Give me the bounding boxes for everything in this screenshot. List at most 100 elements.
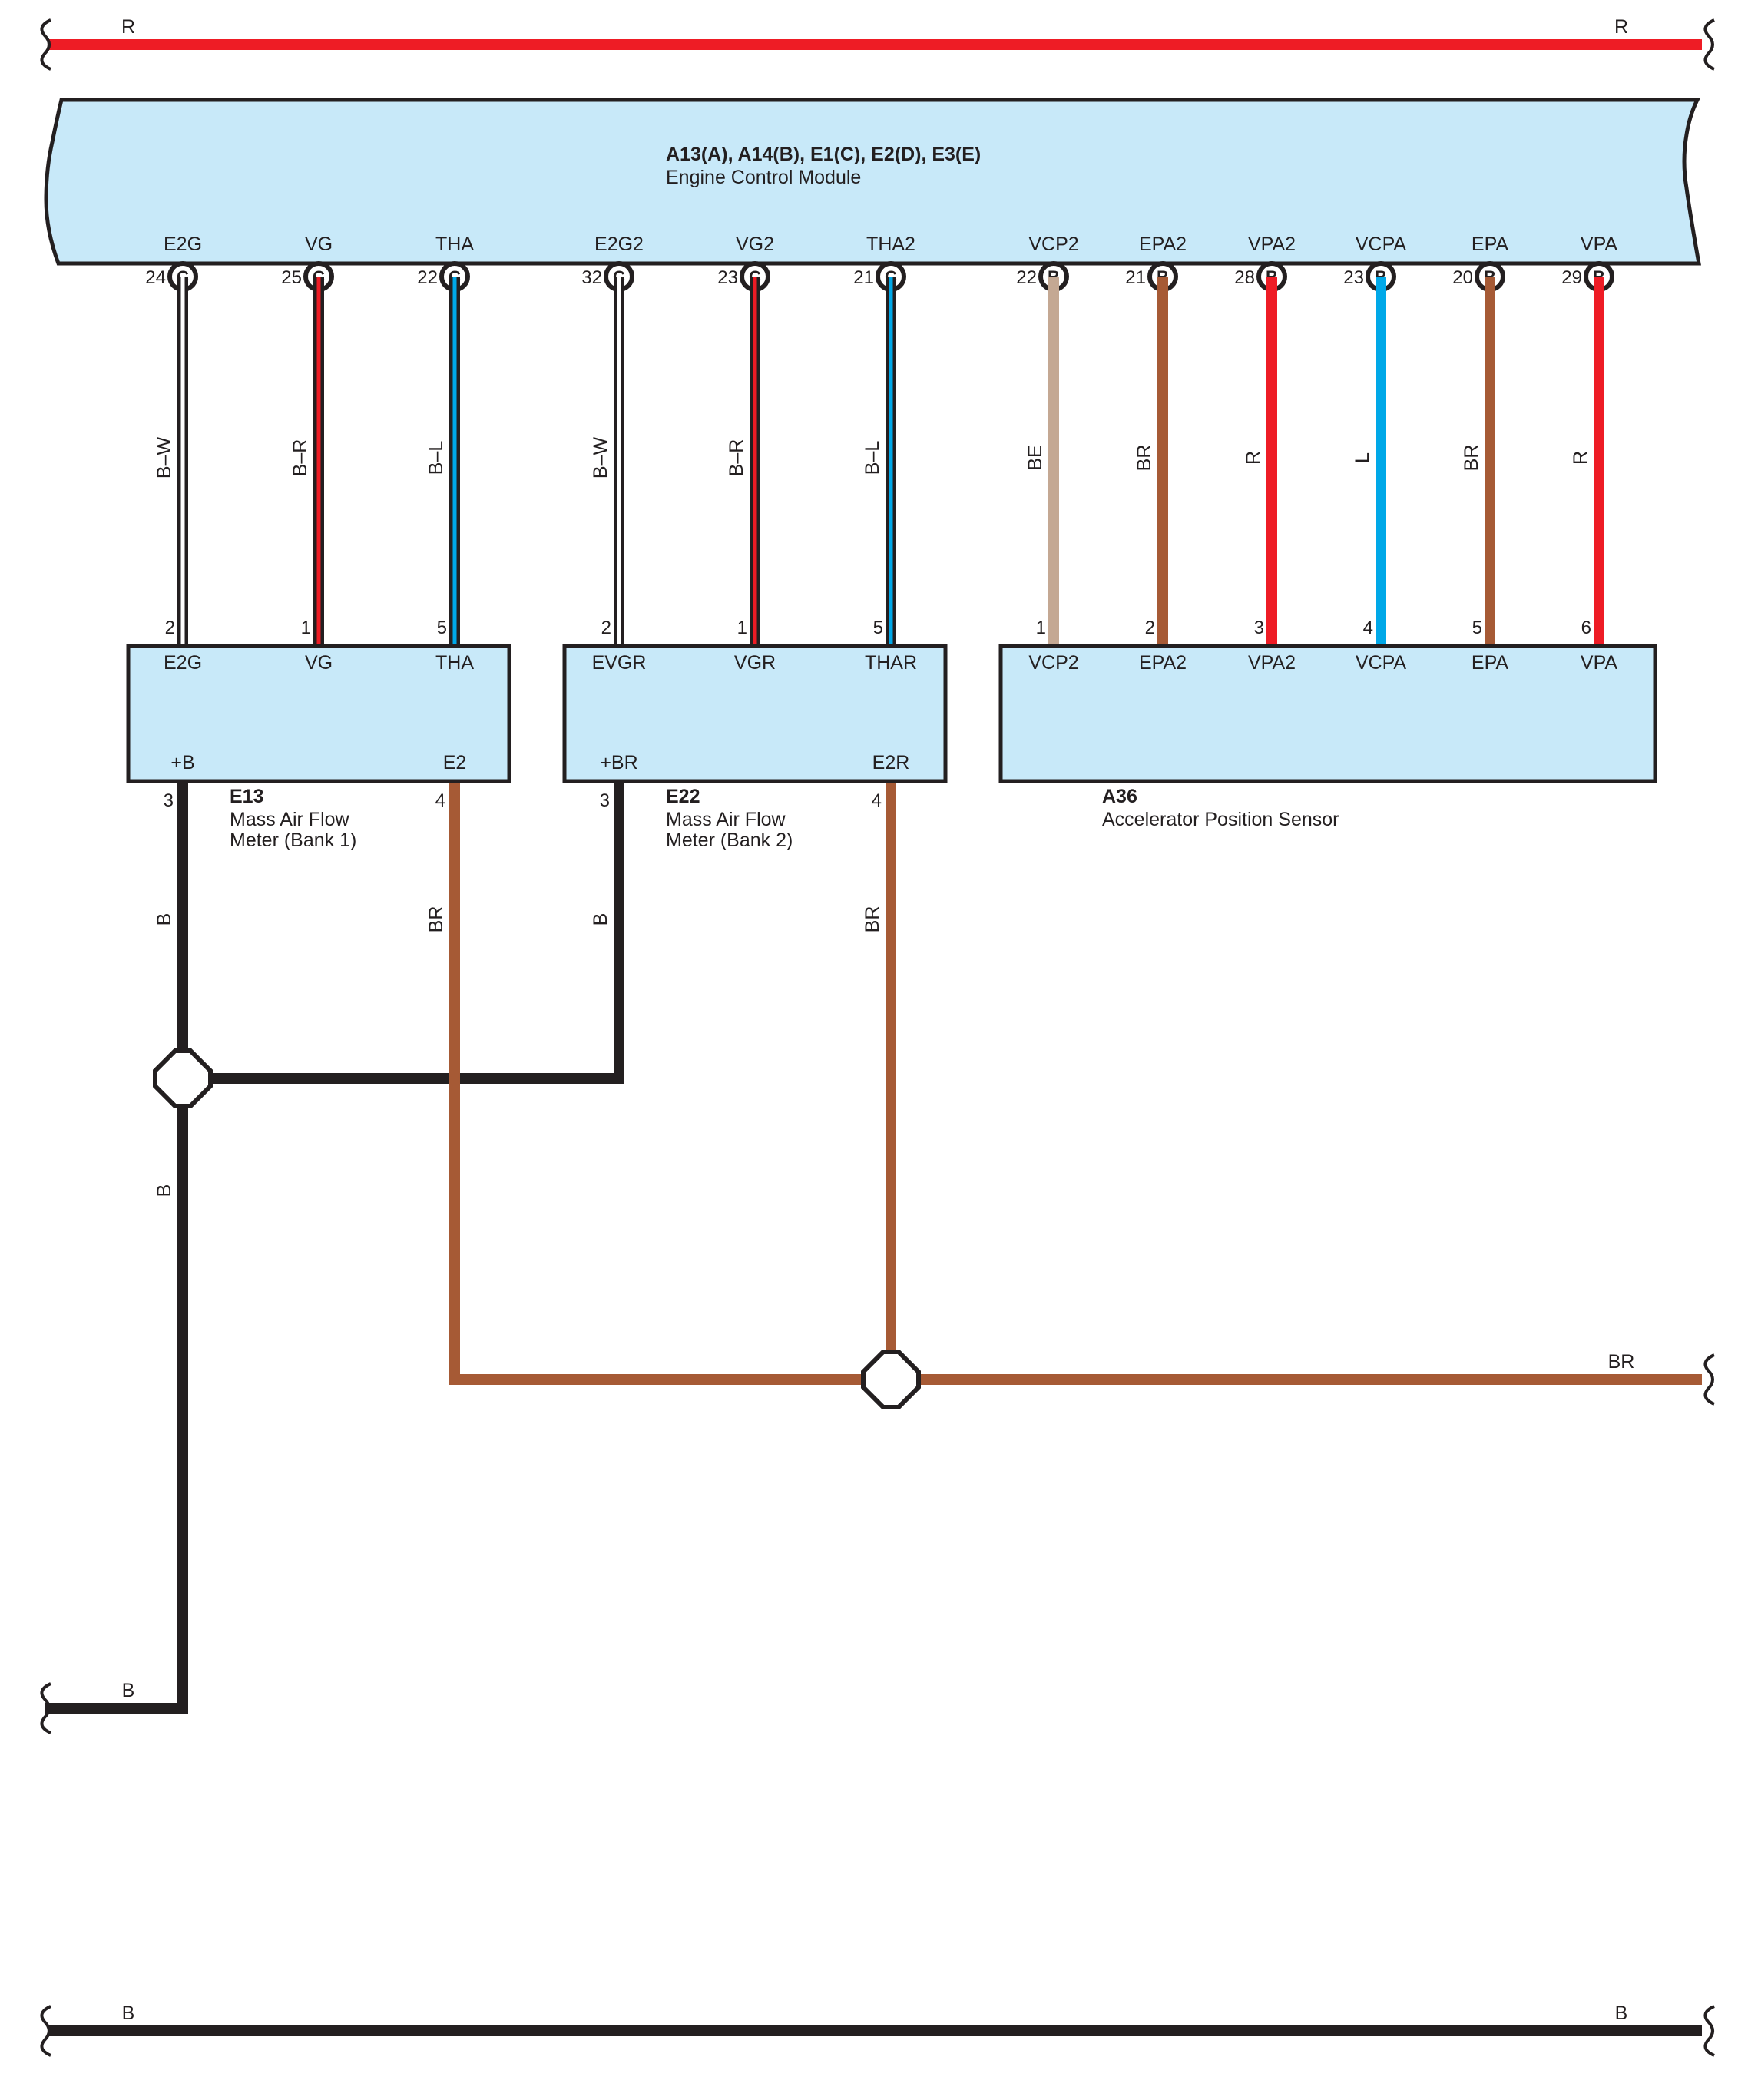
e22-pin-evgr-num: 2	[601, 618, 611, 638]
ecm-title: A13(A), A14(B), E1(C), E2(D), E3(E)	[666, 144, 981, 165]
e13-mass-air-flow-meter-bank-1: E2G VG THA 2 1 5 +B E2 3 4 E13 Mass Air …	[126, 618, 511, 851]
ecm-pin-tha-num: 22	[417, 267, 438, 288]
wire-epa: BR	[1461, 277, 1495, 646]
ecm-pin-tha2-name: THA2	[866, 234, 915, 255]
e13-pin-e2g-name: E2G	[164, 652, 202, 674]
a36-pin-vpa2-num: 3	[1254, 618, 1264, 638]
e13-name-line2: Meter (Bank 1)	[230, 830, 356, 851]
a36-id: A36	[1102, 786, 1137, 807]
wire-label-tha: B–L	[425, 441, 447, 475]
wire-vg2: B–R	[726, 277, 760, 646]
wire-label-vpa: R	[1570, 451, 1591, 465]
bottom-bus-left-label: B	[122, 2002, 135, 2024]
a36-pin-vpa-num: 6	[1581, 618, 1591, 638]
e13-pin-vg-name: VG	[305, 652, 333, 674]
ground-end-label: B	[122, 1680, 135, 1701]
ecm-pin-vcp2-num: 22	[1016, 267, 1037, 288]
ecm-pin-e2g-name: E2G	[164, 234, 202, 255]
wire-label-epa2: BR	[1134, 445, 1155, 472]
ecm-pin-tha-name: THA	[435, 234, 474, 255]
ground-wiring: B B B B	[40, 776, 624, 1734]
wire-label-br-e13: BR	[425, 906, 447, 933]
a36-pin-epa-num: 5	[1472, 618, 1482, 638]
ecm-pin-epa2-name: EPA2	[1139, 234, 1187, 255]
e22-pin-br-name: +BR	[600, 752, 637, 773]
wire-vcp2: BE	[1025, 277, 1059, 646]
wire-vcpa: L	[1352, 277, 1386, 646]
e13-pin-tha-num: 5	[437, 618, 447, 638]
sensor-ground-splice-junction	[861, 1350, 921, 1409]
bottom-bus-right-label: B	[1615, 2002, 1628, 2024]
sensor-ground-wiring: BR BR BR	[425, 781, 1715, 1409]
wire-label-tha2: B–L	[862, 441, 883, 475]
wire-label-vpa2: R	[1243, 451, 1264, 465]
top-bus-left-label: R	[121, 16, 135, 38]
e13-pin-e2-num: 4	[435, 790, 445, 811]
a36-pin-vpa-name: VPA	[1581, 652, 1617, 674]
ecm-pin-vcpa-name: VCPA	[1356, 234, 1407, 255]
ecm-pin-vpa-num: 29	[1561, 267, 1582, 288]
a36-pin-vcp2-num: 1	[1036, 618, 1046, 638]
e22-pin-br-num: 3	[600, 790, 610, 811]
ecm-pin-epa-num: 20	[1452, 267, 1473, 288]
wire-label-b-e22: B	[590, 913, 611, 926]
a36-pin-vcpa-name: VCPA	[1356, 652, 1407, 674]
wire-epa2: BR	[1134, 277, 1168, 646]
wire-label-vcpa: L	[1352, 452, 1373, 463]
wire-tha2: B–L	[862, 277, 896, 646]
e22-pin-vgr-name: VGR	[734, 652, 776, 674]
a36-pin-vcpa-num: 4	[1363, 618, 1373, 638]
ecm-pin-vcpa-num: 23	[1343, 267, 1364, 288]
e22-name-line1: Mass Air Flow	[666, 809, 786, 830]
ecm-harness-wires: B–W B–R B–L B–W B–R B–L BE BR R L BR R	[154, 277, 1604, 646]
bottom-ground-bus: B B	[40, 2002, 1715, 2057]
ecm-pin-vcp2-name: VCP2	[1028, 234, 1078, 255]
wire-tha: B–L	[425, 277, 460, 646]
e22-id: E22	[666, 786, 700, 807]
ecm-pin-e2g-num: 24	[145, 267, 166, 288]
a36-pin-epa2-num: 2	[1145, 618, 1155, 638]
wire-e2g: B–W	[154, 277, 188, 646]
e22-pin-e2r-name: E2R	[872, 752, 910, 773]
wire-label-b-e13: B	[154, 913, 175, 926]
e22-pin-thar-num: 5	[873, 618, 883, 638]
wire-label-e2g2: B–W	[590, 437, 611, 479]
wire-label-vg: B–R	[290, 439, 311, 477]
wire-label-epa: BR	[1461, 445, 1482, 472]
a36-pin-epa2-name: EPA2	[1139, 652, 1187, 674]
e22-mass-air-flow-meter-bank-2: EVGR VGR THAR 2 1 5 +BR E2R 3 4 E22 Mass…	[562, 618, 948, 851]
wire-label-vg2: B–R	[726, 439, 747, 477]
e13-pin-e2g-num: 2	[165, 618, 175, 638]
ecm-pin-vg-num: 25	[281, 267, 302, 288]
wire-label-br-e22: BR	[862, 906, 883, 933]
e13-id: E13	[230, 786, 263, 807]
ecm-pin-epa-name: EPA	[1472, 234, 1508, 255]
wire-label-e2g: B–W	[154, 437, 175, 479]
e13-pin-vg-num: 1	[301, 618, 311, 638]
wire-label-vcp2: BE	[1025, 445, 1046, 470]
ecm-pin-e2g2-name: E2G2	[594, 234, 644, 255]
a36-pin-vcp2-name: VCP2	[1028, 652, 1078, 674]
e13-pin-b-num: 3	[164, 790, 174, 811]
wire-label-b-ground: B	[154, 1184, 175, 1197]
ecm-pin-vg2-name: VG2	[736, 234, 774, 255]
e13-pin-tha-name: THA	[435, 652, 474, 674]
a36-name: Accelerator Position Sensor	[1102, 809, 1339, 830]
ecm-pin-vg2-num: 23	[717, 267, 738, 288]
ecm-pin-vg-name: VG	[305, 234, 333, 255]
e22-pin-evgr-name: EVGR	[592, 652, 647, 674]
a36-pin-vpa2-name: VPA2	[1248, 652, 1296, 674]
ecm-pin-e2g2-num: 32	[581, 267, 602, 288]
ecm-pin-vpa2-num: 28	[1234, 267, 1255, 288]
a36-pin-epa-name: EPA	[1472, 652, 1508, 674]
sensor-ground-end-label: BR	[1608, 1351, 1635, 1373]
wire-vg: B–R	[290, 277, 324, 646]
engine-control-module: A13(A), A14(B), E1(C), E2(D), E3(E) Engi…	[44, 98, 1701, 292]
top-bus-right-label: R	[1614, 16, 1628, 38]
wire-vpa2: R	[1243, 277, 1277, 646]
top-power-bus: R R	[40, 16, 1715, 71]
ecm-pin-vpa2-name: VPA2	[1248, 234, 1296, 255]
